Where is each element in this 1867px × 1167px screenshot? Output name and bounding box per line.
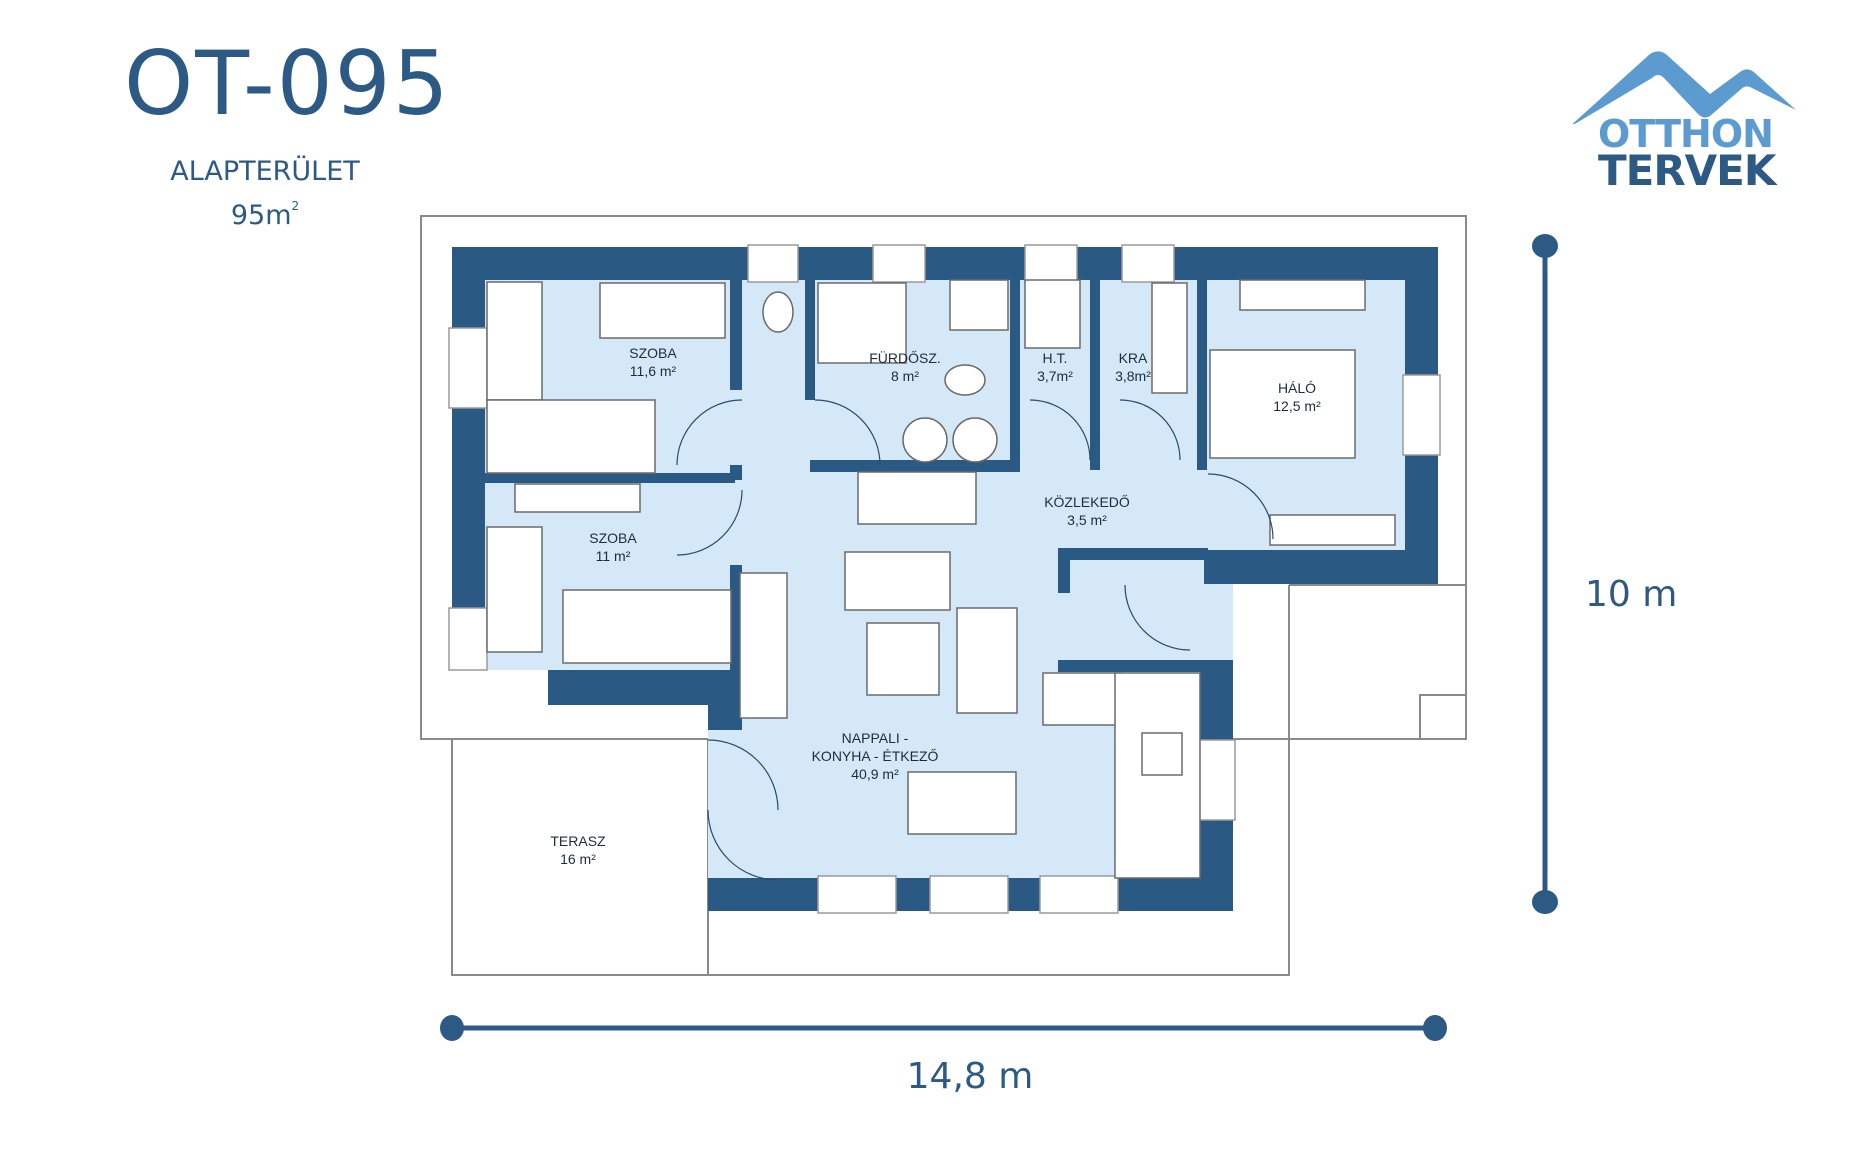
width-label: 14,8 m — [907, 1056, 1034, 1097]
room-area-terasz: 16 m² — [560, 851, 596, 867]
room-label-halo: HÁLÓ — [1278, 380, 1316, 396]
dimension-width: 14,8 m — [440, 1015, 1447, 1097]
logo-word-otthon: OTTHON — [1598, 112, 1774, 156]
plan-code-title: OT-095 — [124, 32, 451, 135]
dimension-height: 10 m — [1532, 234, 1677, 914]
doors — [676, 399, 1274, 881]
room-label-nappali: NAPPALI - — [842, 730, 909, 746]
room-label-kozlekedo: KÖZLEKEDŐ — [1044, 493, 1130, 510]
room-area-nappali: 40,9 m² — [851, 766, 899, 782]
height-label: 10 m — [1585, 574, 1677, 615]
windows — [448, 244, 1441, 914]
floor-area-info: ALAPTERÜLET 95m2 — [120, 155, 410, 233]
room-label-furdoszoba: FÜRDŐSZ. — [869, 349, 941, 366]
room-area-furdoszoba: 8 m² — [891, 368, 919, 384]
furniture — [486, 279, 1396, 879]
room-label-terasz: TERASZ — [550, 833, 606, 849]
room-label-konyha-etkezo: KONYHA - ÉTKEZŐ — [812, 748, 939, 764]
room-area-ht: 3,7m² — [1037, 368, 1073, 384]
room-labels: SZOBA 11,6 m² FÜRDŐSZ. 8 m² H.T. 3,7m² K… — [550, 345, 1321, 867]
room-area-szoba-2: 11 m² — [596, 548, 631, 564]
room-label-kra: KRA — [1119, 350, 1148, 366]
room-label-ht: H.T. — [1043, 350, 1068, 366]
room-area-szoba-1: 11,6 m² — [630, 363, 677, 379]
room-label-szoba-2: SZOBA — [589, 530, 637, 546]
room-area-kra: 3,8m² — [1115, 368, 1151, 384]
mountain-icon — [1572, 51, 1796, 124]
room-label-szoba-1: SZOBA — [629, 345, 677, 361]
logo-word-tervek: TERVEK — [1598, 146, 1776, 195]
room-area-kozlekedo: 3,5 m² — [1067, 512, 1107, 528]
otthon-tervek-logo: OTTHON TERVEK — [1560, 44, 1800, 195]
room-area-halo: 12,5 m² — [1273, 398, 1321, 414]
floor-area-value: 95m2 — [230, 199, 300, 231]
floor-area-label: ALAPTERÜLET — [170, 156, 360, 187]
